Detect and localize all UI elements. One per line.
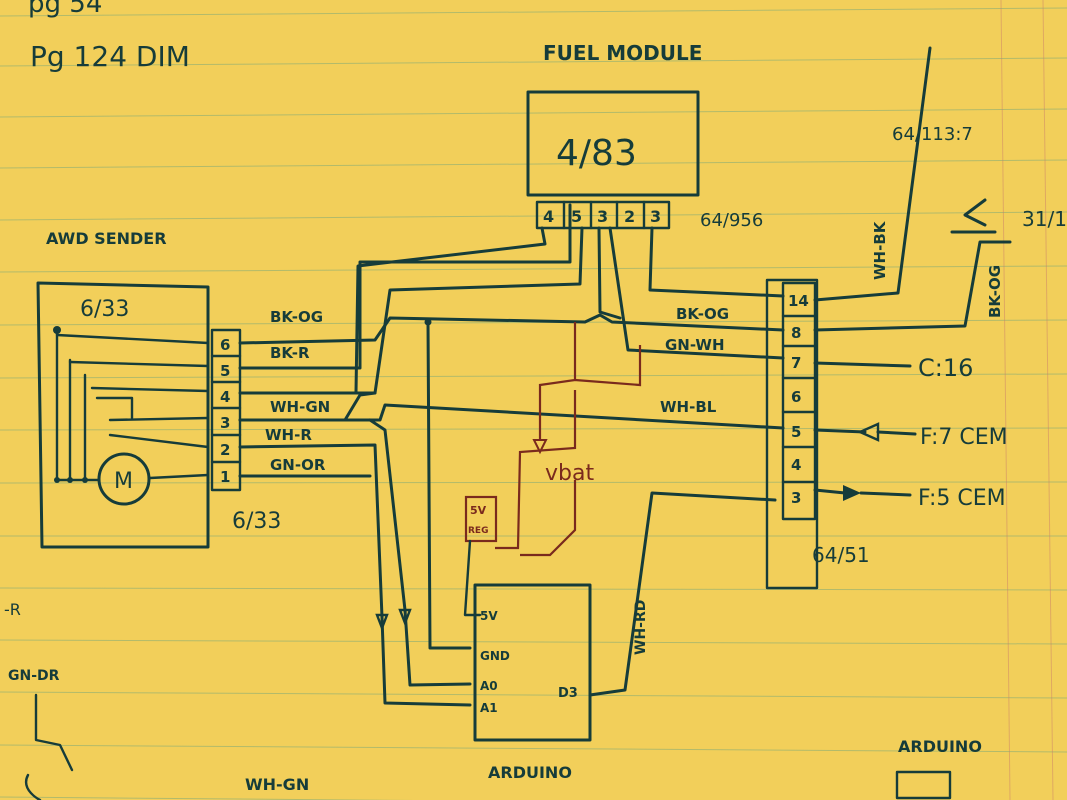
wire-label-gn-wh: GN-WH	[665, 336, 725, 354]
arduino-pin-a0: A0	[480, 679, 498, 693]
connector-64-51-ref: 64/51	[812, 543, 870, 567]
awd-pin-2: 2	[220, 441, 230, 459]
awd-pin-6: 6	[220, 336, 230, 354]
wire-label-wh-r: WH-R	[265, 426, 312, 444]
pin-3: 3	[791, 489, 801, 507]
pin-6: 6	[791, 388, 801, 406]
ref-31-1: 31/1	[1022, 207, 1067, 231]
fuel-module-ref: 4/83	[556, 133, 637, 174]
awd-connector: 6 5 4 3 2 1	[210, 328, 242, 492]
wire-label-wh-bl: WH-BL	[660, 398, 717, 416]
vbat-label: vbat	[545, 461, 594, 486]
pin-8: 8	[791, 324, 801, 342]
note-top-left-1: pg 54	[28, 0, 102, 19]
fuel-pin-4: 2	[624, 207, 635, 226]
vbat-wiring	[495, 322, 642, 557]
right-wires	[813, 46, 1012, 501]
label-f5-cem: F:5 CEM	[918, 486, 1006, 511]
motor-label: M	[114, 469, 133, 494]
ref-64-113-7: 64/113:7	[892, 124, 973, 145]
pin-14: 14	[788, 292, 809, 310]
awd-connector-ref: 6/33	[232, 509, 281, 534]
regulator-box	[464, 495, 498, 543]
arduino-pin-a1: A1	[480, 701, 498, 715]
fuel-module-box	[526, 90, 700, 197]
fuel-module-connector: 4 5 3 2 3	[535, 200, 671, 230]
regulator-label-1: 5V	[470, 504, 487, 517]
wire-bundle-main	[238, 203, 785, 707]
awd-pin-4: 4	[220, 388, 230, 406]
arduino-pin-d3: D3	[558, 686, 578, 701]
wire-label-bk-og-mid: BK-OG	[676, 305, 729, 323]
fuel-pin-3: 3	[597, 207, 608, 226]
label-f7-cem: F:7 CEM	[920, 425, 1008, 450]
label-c16: C:16	[918, 354, 973, 382]
arduino-pin-5v: 5V	[480, 609, 498, 623]
fuel-pin-5: 3	[650, 207, 661, 226]
awd-pin-1: 1	[220, 468, 230, 486]
fuel-pin-1: 4	[543, 207, 554, 226]
wire-label-bk-og-left: BK-OG	[270, 308, 323, 326]
awd-sender-ref: 6/33	[80, 297, 129, 322]
wire-label-gn-or: GN-OR	[270, 456, 326, 474]
pin-5: 5	[791, 423, 801, 441]
arduino-box	[473, 583, 592, 742]
bottom-arduino-box	[895, 770, 952, 800]
wire-label-wh-rd: WH-RD	[633, 600, 649, 655]
awd-sender-title: AWD SENDER	[46, 229, 167, 248]
awd-pin-3: 3	[220, 414, 230, 432]
arduino-title: ARDUINO	[488, 763, 572, 782]
wire-label-bk-og-right: BK-OG	[986, 265, 1004, 318]
bottom-left-r: -R	[4, 600, 21, 619]
bottom-gn-dr: GN-DR	[8, 668, 60, 684]
regulator-to-arduino	[463, 539, 482, 617]
pin-4: 4	[791, 456, 801, 474]
bottom-arduino-2: ARDUINO	[898, 737, 982, 756]
connector-64-51: 14 8 7 6 5 4 3	[765, 278, 819, 590]
wire-d3	[588, 491, 777, 697]
arduino-pin-gnd: GND	[480, 649, 510, 663]
awd-internal-wiring: M	[53, 326, 210, 506]
wire-label-bk-r: BK-R	[270, 344, 310, 362]
awd-sender-box	[36, 281, 210, 549]
motor-symbol	[97, 452, 151, 506]
bottom-left-wire	[25, 693, 74, 800]
note-top-left-2: Pg 124 DIM	[30, 40, 190, 73]
bottom-wh-gn: WH-GN	[245, 775, 309, 794]
margin-lines	[1000, 0, 1054, 800]
regulator-label-2: REG	[468, 526, 488, 536]
pin-7: 7	[791, 354, 801, 372]
fuel-pin-2: 5	[571, 207, 582, 226]
ruled-lines	[0, 7, 1067, 800]
wire-label-wh-bk: WH-BK	[871, 220, 889, 280]
fuel-connector-ref: 64/956	[700, 210, 763, 231]
awd-pin-5: 5	[220, 362, 230, 380]
fuel-module-title: FUEL MODULE	[543, 41, 702, 65]
wire-label-wh-gn: WH-GN	[270, 398, 330, 416]
